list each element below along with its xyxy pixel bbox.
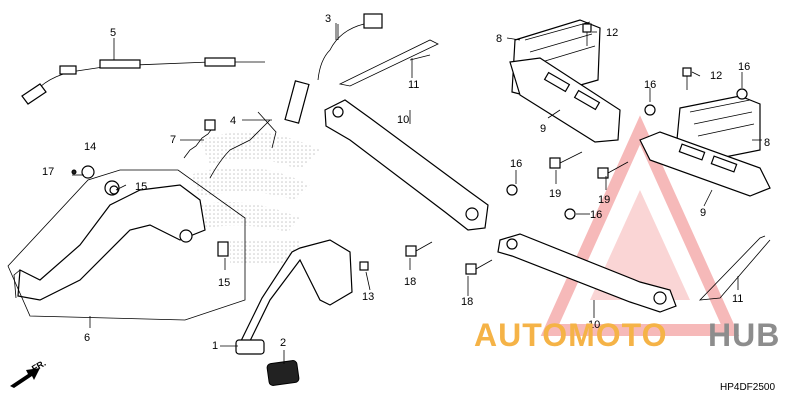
watermark-text: AUTOMOTO HUB [474, 317, 780, 353]
callout-labels: 1 2 3 4 5 6 7 8 8 9 9 10 10 11 11 12 12 … [42, 13, 770, 352]
part-13-bolt [359, 261, 369, 271]
callout-14: 14 [84, 141, 96, 153]
part-6-brake-pedal [13, 180, 206, 301]
callout-9b: 9 [700, 207, 706, 219]
part-5-cable [21, 38, 265, 105]
callout-13: 13 [362, 291, 374, 303]
callout-19a: 19 [549, 188, 561, 200]
part-19-bolt-b [597, 161, 629, 179]
part-15-bush-upper [109, 185, 119, 195]
part-16-nut-a [644, 104, 656, 116]
part-4-switch-body [209, 80, 310, 179]
callout-15a: 15 [135, 181, 147, 193]
part-18-bolt-b [465, 259, 493, 275]
callout-8b: 8 [764, 137, 770, 149]
front-direction-label: FR. [30, 358, 48, 374]
part-2-shift-rubber [266, 360, 300, 386]
callout-1: 1 [212, 340, 218, 352]
part-10-arm-upper [324, 99, 489, 231]
callout-16b: 16 [738, 61, 750, 73]
front-direction-indicator: FR. [10, 358, 48, 388]
part-3-switch [317, 13, 383, 81]
part-16-nut-c [506, 184, 518, 196]
callout-17: 17 [42, 166, 54, 178]
callout-12b: 12 [710, 70, 722, 82]
callout-2: 2 [280, 337, 286, 349]
part-11-rod-lower [698, 235, 771, 301]
callout-10a: 10 [397, 114, 409, 126]
background-wing-logo [185, 132, 320, 265]
part-9-bracket-upper [509, 57, 621, 143]
part-16-nut-b [736, 88, 748, 100]
callout-4: 4 [230, 115, 236, 127]
part-11-rod-upper [338, 39, 439, 87]
part-6-group-outline [7, 169, 246, 321]
callout-5: 5 [110, 27, 116, 39]
watermark-part2: HUB [708, 317, 780, 353]
callout-15b: 15 [218, 277, 230, 289]
part-18-bolt-a [405, 241, 433, 257]
part-12-bolt-lower [682, 67, 692, 90]
callout-11b: 11 [732, 293, 743, 305]
callout-11a: 11 [408, 79, 419, 91]
callout-9a: 9 [540, 123, 546, 135]
callout-16c: 16 [510, 158, 522, 170]
leader-lines [72, 24, 762, 364]
callout-18a: 18 [404, 276, 416, 288]
callout-19b: 19 [598, 194, 610, 206]
part-14-washer [81, 165, 95, 179]
part-12-bolt-upper [582, 23, 592, 46]
part-16-nut-d [564, 208, 576, 220]
callout-16a: 16 [644, 79, 656, 91]
part-9-bracket-lower [639, 131, 771, 197]
callout-3: 3 [325, 13, 331, 25]
callout-12a: 12 [606, 27, 618, 39]
callout-7: 7 [170, 134, 176, 146]
watermark-part1: AUTOMOTO [474, 317, 667, 353]
part-17-pin [71, 169, 77, 175]
part-1-shift-lever [235, 239, 353, 355]
diagram-code: HP4DF2500 [720, 382, 775, 393]
part-10-arm-lower [497, 233, 677, 313]
callout-18b: 18 [461, 296, 473, 308]
part-15-bush-lower [217, 241, 229, 257]
callout-8a: 8 [496, 33, 502, 45]
part-19-bolt-a [549, 151, 583, 169]
callout-10b: 10 [588, 319, 600, 331]
part-7-spring [183, 119, 216, 159]
callout-16d: 16 [590, 209, 602, 221]
callout-6: 6 [84, 332, 90, 344]
